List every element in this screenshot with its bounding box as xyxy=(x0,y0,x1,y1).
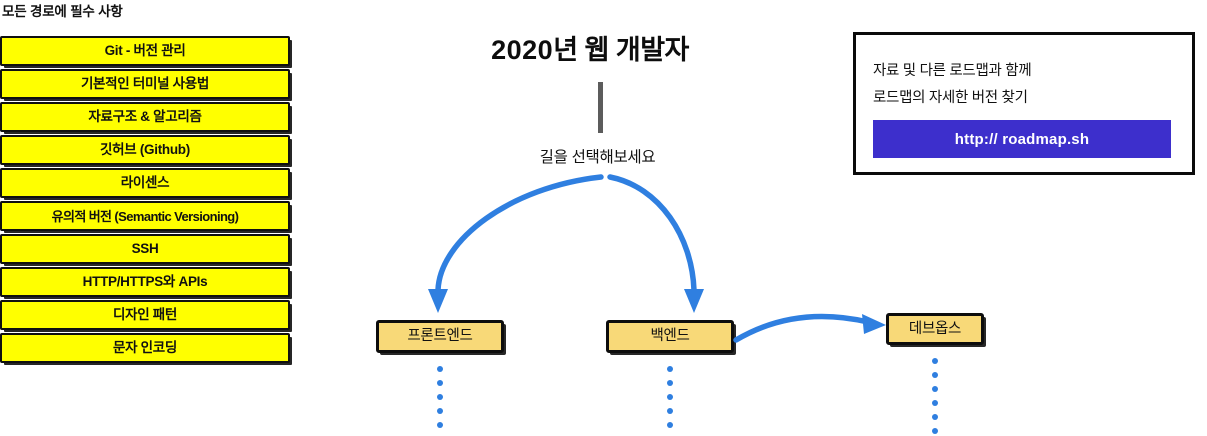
list-item-label: 라이센스 xyxy=(120,175,170,191)
page-title-rest: 년 웹 개발자 xyxy=(553,35,689,65)
list-item[interactable]: 라이센스 xyxy=(0,168,290,198)
list-item-label: 자료구조 & 알고리즘 xyxy=(88,109,202,125)
list-item[interactable]: 깃허브 (Github) xyxy=(0,135,290,165)
dot-trail-backend xyxy=(667,366,673,436)
trail-dot xyxy=(932,372,938,378)
path-box-devops[interactable]: 데브옵스 xyxy=(886,313,984,345)
page-title: 2020년 웹 개발자 xyxy=(330,28,850,67)
list-item[interactable]: 디자인 패턴 xyxy=(0,300,290,330)
branch-arrow-left-head xyxy=(428,289,448,313)
trail-dot xyxy=(932,358,938,364)
list-item-label: 기본적인 터미널 사용법 xyxy=(80,76,210,92)
trail-dot xyxy=(932,386,938,392)
branch-arrow-left-path xyxy=(435,174,604,293)
choose-path-label: 길을 선택해보세요 xyxy=(539,149,656,166)
branch-arrow-right-path xyxy=(607,174,697,293)
trail-dot xyxy=(932,400,938,406)
roadmap-url-button[interactable]: http:// roadmap.sh xyxy=(873,120,1171,158)
trail-dot xyxy=(437,408,443,414)
roadmap-url-label: http:// roadmap.sh xyxy=(954,130,1090,148)
center-flow: 2020년 웹 개발자 길을 선택해보세요 xyxy=(330,0,850,436)
branch-arrow-right-head xyxy=(684,289,704,313)
list-item-label: 깃허브 (Github) xyxy=(100,142,190,158)
path-box-label: 백엔드 xyxy=(650,328,690,345)
dot-trail-devops xyxy=(932,358,938,436)
title-stem-line xyxy=(598,82,603,133)
trail-dot xyxy=(437,366,443,372)
list-item-label: 문자 인코딩 xyxy=(112,340,178,356)
trail-dot xyxy=(667,380,673,386)
trail-dot xyxy=(667,408,673,414)
list-item[interactable]: HTTP/HTTPS와 APIs xyxy=(0,267,290,297)
path-box-backend[interactable]: 백엔드 xyxy=(606,320,734,353)
trail-dot xyxy=(437,422,443,428)
trail-dot xyxy=(667,366,673,372)
trail-dot xyxy=(667,394,673,400)
required-skills-column: 모든 경로에 필수 사항 Git - 버전 관리 기본적인 터미널 사용법 자료… xyxy=(0,0,300,436)
page-title-year: 2020 xyxy=(491,35,554,65)
info-box: 자료 및 다른 로드맵과 함께 로드맵의 자세한 버전 찾기 http:// r… xyxy=(853,32,1195,175)
required-skills-list: Git - 버전 관리 기본적인 터미널 사용법 자료구조 & 알고리즘 깃허브… xyxy=(0,36,292,366)
path-box-label: 프론트엔드 xyxy=(407,328,473,345)
backend-to-devops-arrow xyxy=(733,313,886,343)
path-box-label: 데브옵스 xyxy=(908,320,962,337)
trail-dot xyxy=(437,380,443,386)
list-item[interactable]: SSH xyxy=(0,234,290,264)
list-item[interactable]: Git - 버전 관리 xyxy=(0,36,290,66)
trail-dot xyxy=(932,414,938,420)
devops-arrow-path xyxy=(733,313,871,343)
required-skills-heading: 모든 경로에 필수 사항 xyxy=(2,4,123,19)
info-box-line-2: 로드맵의 자세한 버전 찾기 xyxy=(873,90,1028,106)
list-item-label: SSH xyxy=(131,241,159,257)
branch-arrows xyxy=(428,174,704,313)
trail-dot xyxy=(932,428,938,434)
list-item[interactable]: 문자 인코딩 xyxy=(0,333,290,363)
list-item[interactable]: 유의적 버전 (Semantic Versioning) xyxy=(0,201,290,231)
trail-dot xyxy=(437,394,443,400)
list-item[interactable]: 자료구조 & 알고리즘 xyxy=(0,102,290,132)
info-box-line-1: 자료 및 다른 로드맵과 함께 xyxy=(873,63,1032,79)
dot-trail-frontend xyxy=(437,366,443,436)
path-box-frontend[interactable]: 프론트엔드 xyxy=(376,320,504,353)
list-item-label: 디자인 패턴 xyxy=(112,307,178,323)
trail-dot xyxy=(667,422,673,428)
list-item-label: 유의적 버전 (Semantic Versioning) xyxy=(51,208,239,224)
list-item-label: HTTP/HTTPS와 APIs xyxy=(82,274,208,290)
list-item-label: Git - 버전 관리 xyxy=(104,43,186,59)
list-item[interactable]: 기본적인 터미널 사용법 xyxy=(0,69,290,99)
devops-arrow-head xyxy=(862,314,886,334)
